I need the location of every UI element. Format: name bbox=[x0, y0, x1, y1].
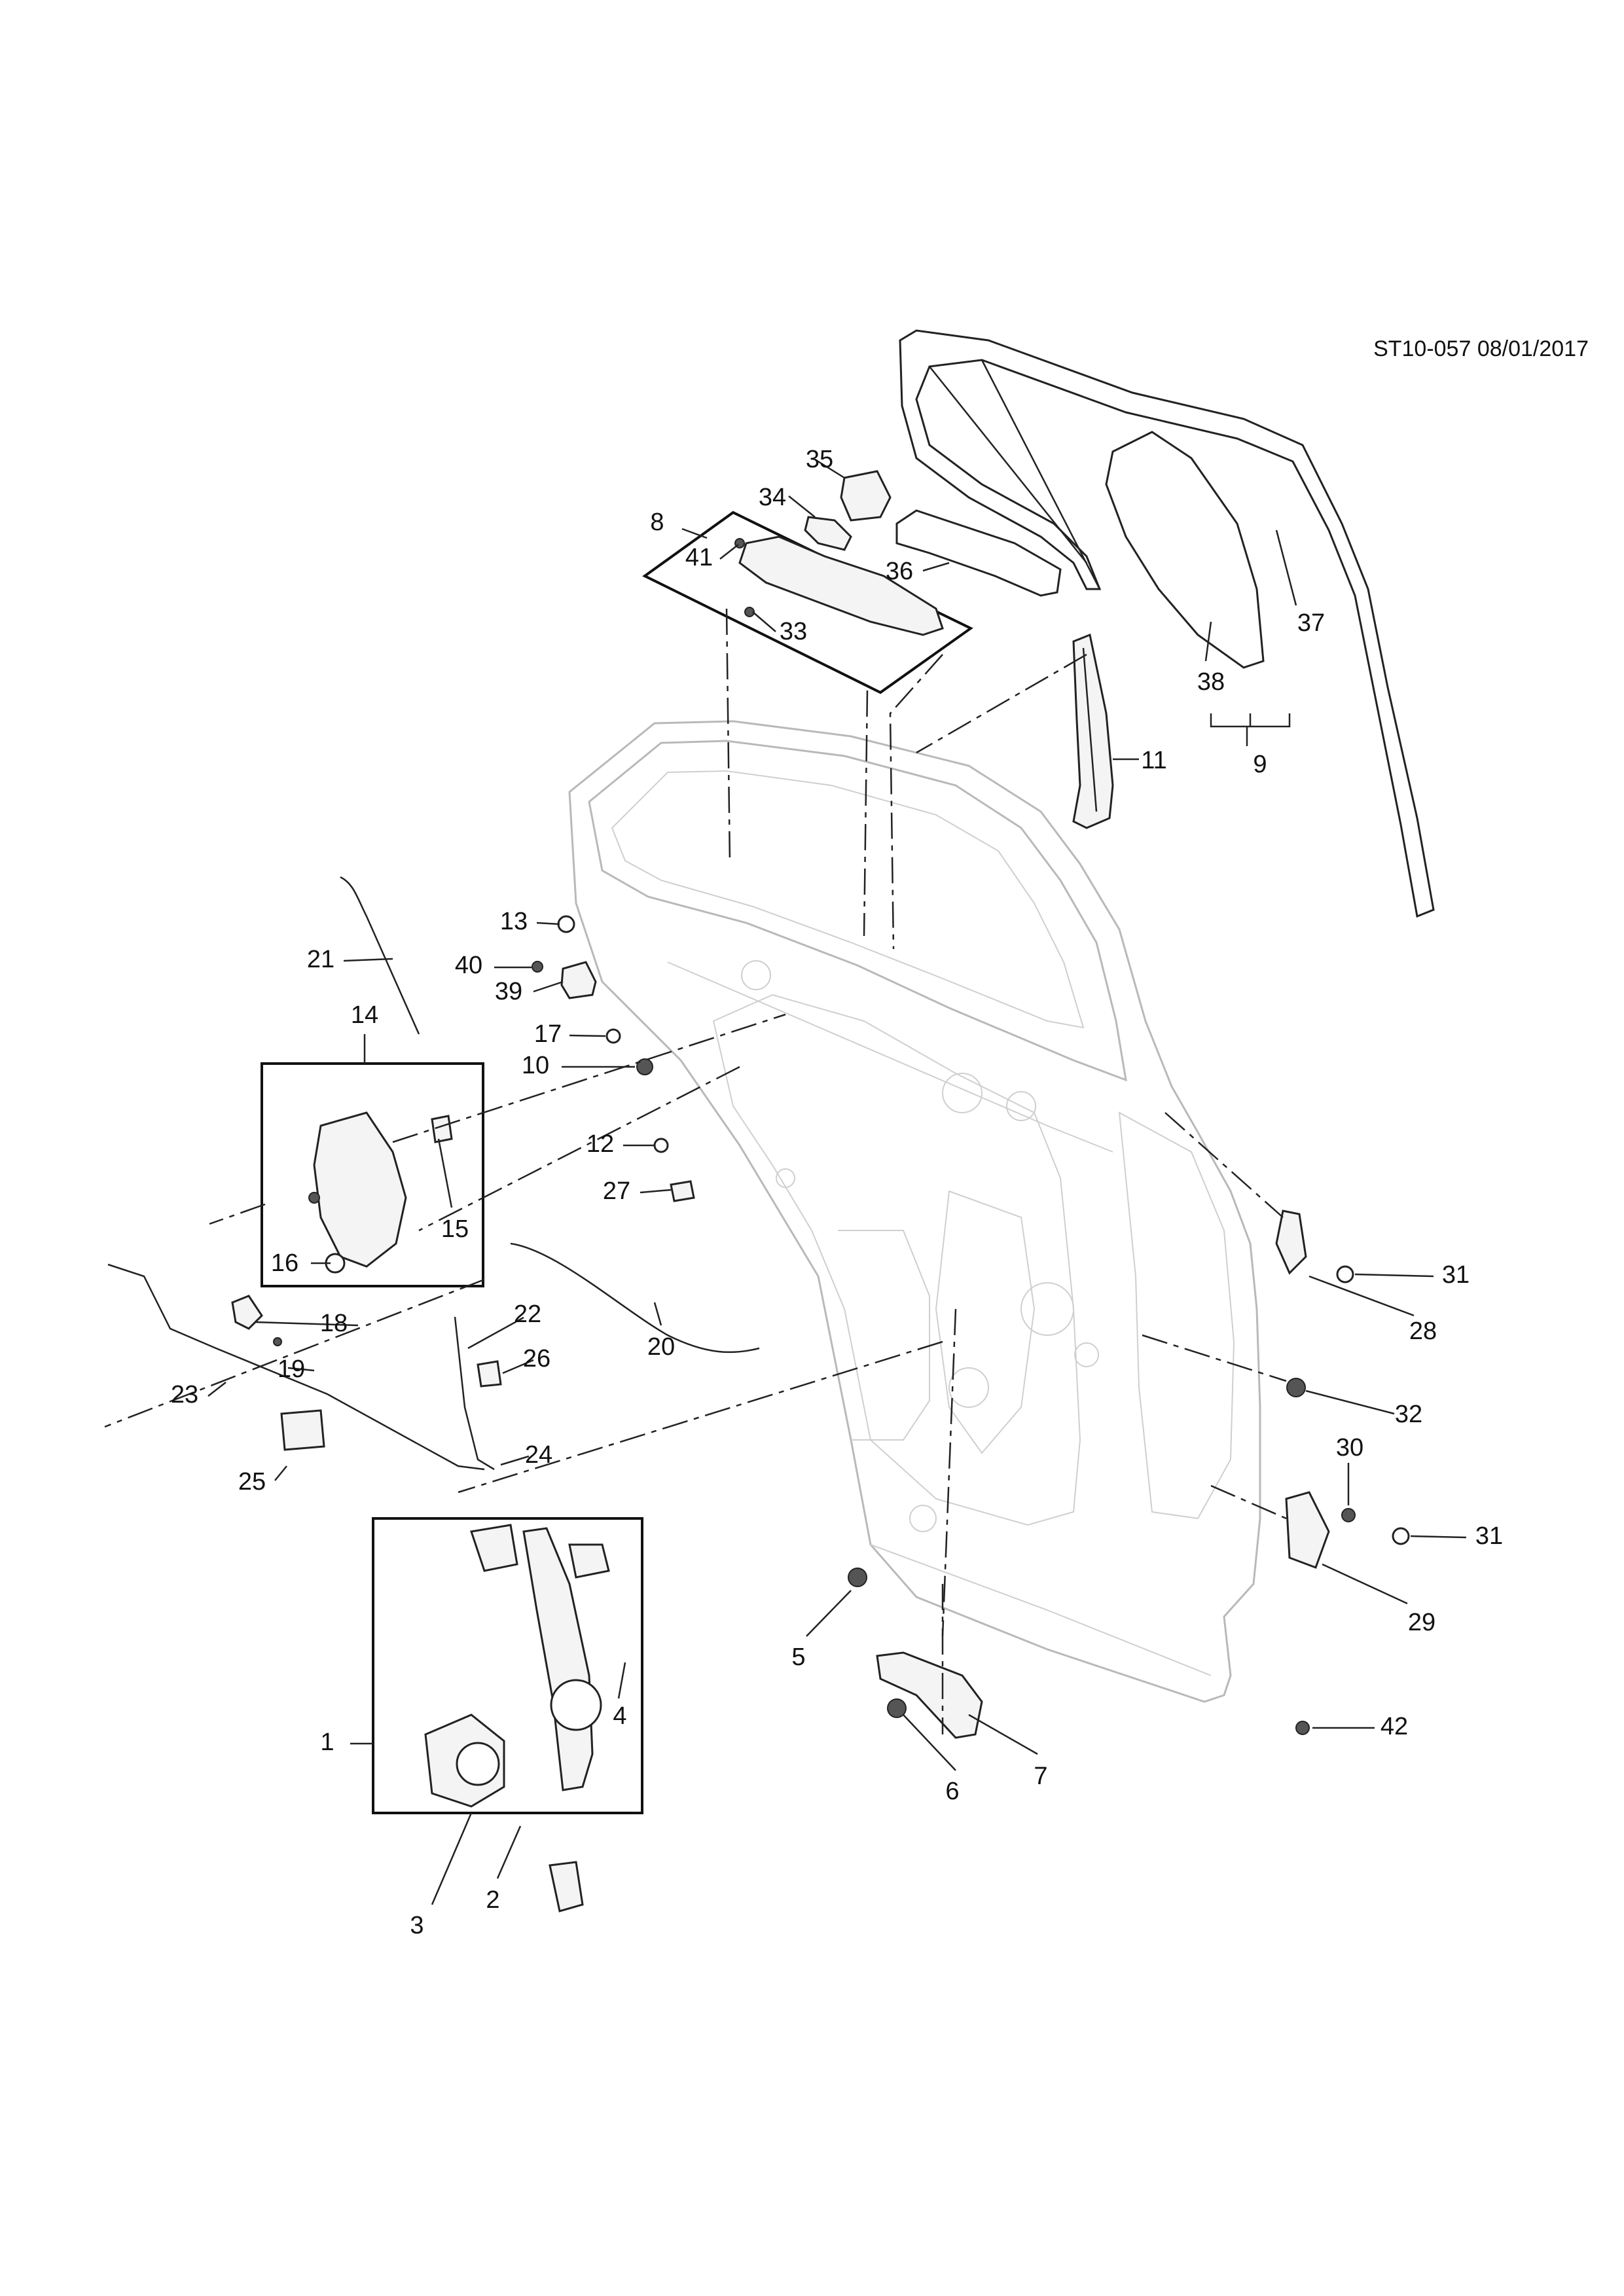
run-channel bbox=[1072, 633, 1114, 829]
window-regulator-assembly bbox=[372, 1517, 643, 1912]
callout-22: 22 bbox=[514, 1300, 541, 1328]
callout-40: 40 bbox=[455, 952, 482, 979]
latch-assembly bbox=[261, 1062, 484, 1287]
callout-27: 27 bbox=[603, 1177, 630, 1205]
reference-code: ST10-057 08/01/2017 bbox=[1373, 336, 1589, 361]
callout-36: 36 bbox=[886, 558, 913, 585]
callout-16: 16 bbox=[271, 1249, 298, 1277]
callout-12: 12 bbox=[586, 1130, 614, 1158]
callout-2: 2 bbox=[486, 1886, 499, 1914]
callout-3: 3 bbox=[410, 1912, 424, 1939]
handle-parts bbox=[804, 470, 1062, 597]
callout-33: 33 bbox=[780, 618, 807, 645]
door-shell bbox=[568, 720, 1261, 1703]
callout-6: 6 bbox=[945, 1778, 959, 1805]
leader-lines bbox=[104, 458, 1467, 1905]
callout-10: 10 bbox=[522, 1052, 549, 1079]
callout-5: 5 bbox=[791, 1643, 805, 1671]
callout-30: 30 bbox=[1336, 1434, 1363, 1462]
callout-21: 21 bbox=[307, 946, 334, 973]
hardware bbox=[231, 915, 1410, 1739]
callout-32: 32 bbox=[1395, 1401, 1422, 1428]
callout-1: 1 bbox=[320, 1729, 334, 1756]
callout-14: 14 bbox=[351, 1001, 378, 1029]
callout-18: 18 bbox=[320, 1310, 348, 1337]
callout-7: 7 bbox=[1034, 1763, 1047, 1790]
window-frame-seal bbox=[899, 329, 1435, 918]
callout-17: 17 bbox=[534, 1020, 562, 1048]
window-glass bbox=[1105, 431, 1265, 669]
callout-numbers: 1234567891011121314151617181920212223242… bbox=[171, 446, 1503, 1939]
outside-handle-assembly bbox=[642, 511, 973, 694]
callout-11: 11 bbox=[1141, 747, 1166, 774]
callout-23: 23 bbox=[171, 1381, 198, 1408]
callout-26: 26 bbox=[523, 1345, 550, 1372]
callout-24: 24 bbox=[525, 1441, 552, 1469]
callout-19: 19 bbox=[278, 1355, 305, 1383]
callout-28: 28 bbox=[1409, 1318, 1437, 1345]
callout-34: 34 bbox=[759, 484, 786, 511]
callout-20: 20 bbox=[647, 1333, 675, 1361]
callout-42: 42 bbox=[1380, 1713, 1408, 1740]
callout-31: 31 bbox=[1475, 1522, 1503, 1550]
callout-35: 35 bbox=[806, 446, 833, 473]
callout-9: 9 bbox=[1253, 751, 1267, 778]
callout-29: 29 bbox=[1408, 1609, 1435, 1636]
callout-15: 15 bbox=[441, 1215, 469, 1243]
cables-and-rods bbox=[107, 876, 760, 1471]
callout-38: 38 bbox=[1197, 668, 1225, 696]
callout-25: 25 bbox=[238, 1468, 266, 1496]
callout-41: 41 bbox=[685, 544, 713, 571]
callout-31: 31 bbox=[1442, 1261, 1470, 1289]
callout-39: 39 bbox=[495, 978, 522, 1005]
callout-8: 8 bbox=[650, 509, 664, 536]
callout-13: 13 bbox=[500, 908, 528, 935]
callout-37: 37 bbox=[1297, 609, 1325, 637]
callout-4: 4 bbox=[613, 1702, 626, 1730]
